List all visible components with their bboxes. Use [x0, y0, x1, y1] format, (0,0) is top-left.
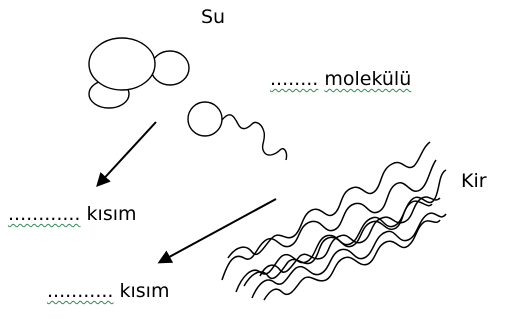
water-hydrogen-atom-right — [150, 50, 190, 86]
molecule-word: molekülü — [324, 68, 412, 90]
molecule-blank: ........ — [270, 68, 319, 90]
soap-head-circle — [187, 101, 223, 137]
label-part-bottom: ........... kısım — [47, 280, 169, 302]
label-water: Su — [201, 6, 225, 28]
part-bottom-blank: ........... — [47, 280, 114, 302]
part-top-blank: ............ — [8, 203, 81, 225]
label-molecule: ........ molekülü — [270, 68, 411, 90]
dirt-label-text: Kir — [461, 170, 487, 192]
label-part-top: ............ kısım — [8, 203, 137, 225]
label-dirt: Kir — [461, 170, 487, 192]
arrow-to-bottom-part — [157, 198, 277, 264]
part-bottom-word: kısım — [119, 280, 170, 302]
soap-tail-squiggle — [221, 114, 288, 161]
water-oxygen-atom — [88, 37, 156, 91]
water-label-text: Su — [201, 6, 226, 28]
arrow-to-top-part — [96, 121, 157, 188]
water-molecule-icon — [88, 37, 190, 109]
dirt-squiggles-icon — [221, 141, 447, 301]
part-top-word: kısım — [86, 203, 137, 225]
soap-molecule-icon — [187, 101, 288, 161]
